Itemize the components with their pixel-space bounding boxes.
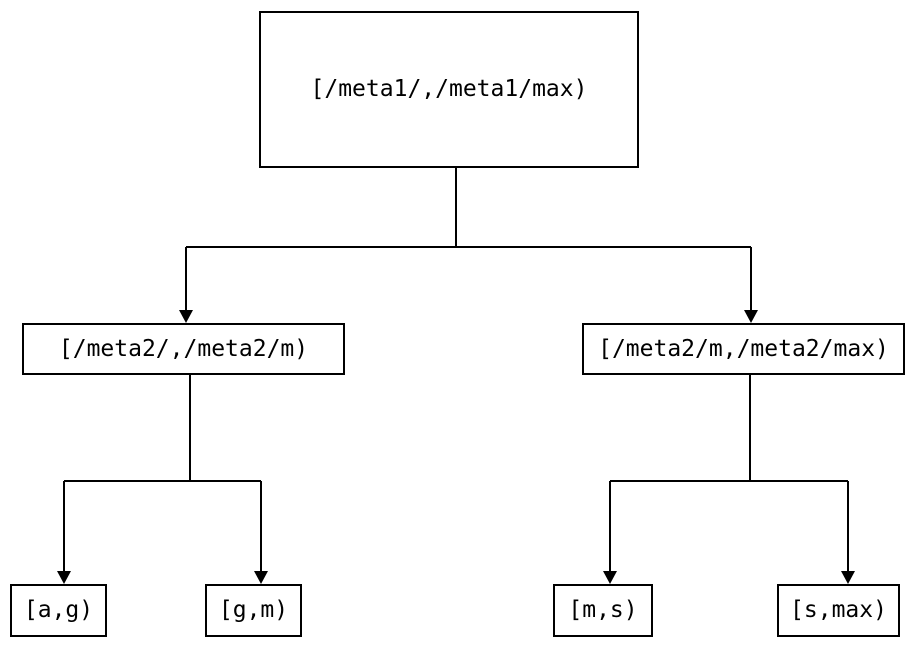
connector-level-0-arrowhead-1 — [744, 310, 758, 323]
tree-node-mid-left-label: [/meta2/,/meta2/m) — [58, 335, 309, 362]
connector-level-1-left-arrowhead-1 — [254, 571, 268, 584]
connector-level-0-arrowhead-0 — [179, 310, 193, 323]
connector-level-1-right-arrowhead-0 — [603, 571, 617, 584]
tree-node-mid-right[interactable]: [/meta2/m,/meta2/max) — [582, 323, 905, 375]
tree-node-leaf-a-g-label: [a,g) — [23, 597, 94, 623]
tree-node-leaf-s-max-label: [s,max) — [790, 597, 887, 623]
tree-node-mid-left[interactable]: [/meta2/,/meta2/m) — [22, 323, 345, 375]
tree-node-leaf-m-s-label: [m,s) — [568, 597, 638, 623]
tree-node-root-label: [/meta1/,/meta1/max) — [310, 76, 588, 102]
tree-node-leaf-s-max[interactable]: [s,max) — [777, 584, 900, 637]
tree-node-leaf-m-s[interactable]: [m,s) — [553, 584, 653, 637]
connector-level-1-right-arrowhead-1 — [841, 571, 855, 584]
tree-node-leaf-a-g[interactable]: [a,g) — [10, 584, 107, 637]
connector-level-1-left-arrowhead-0 — [57, 571, 71, 584]
tree-node-mid-right-label: [/meta2/m,/meta2/max) — [598, 335, 889, 362]
tree-node-leaf-g-m-label: [g,m) — [218, 597, 289, 623]
tree-node-leaf-g-m[interactable]: [g,m) — [205, 584, 302, 637]
tree-node-root[interactable]: [/meta1/,/meta1/max) — [259, 11, 639, 168]
